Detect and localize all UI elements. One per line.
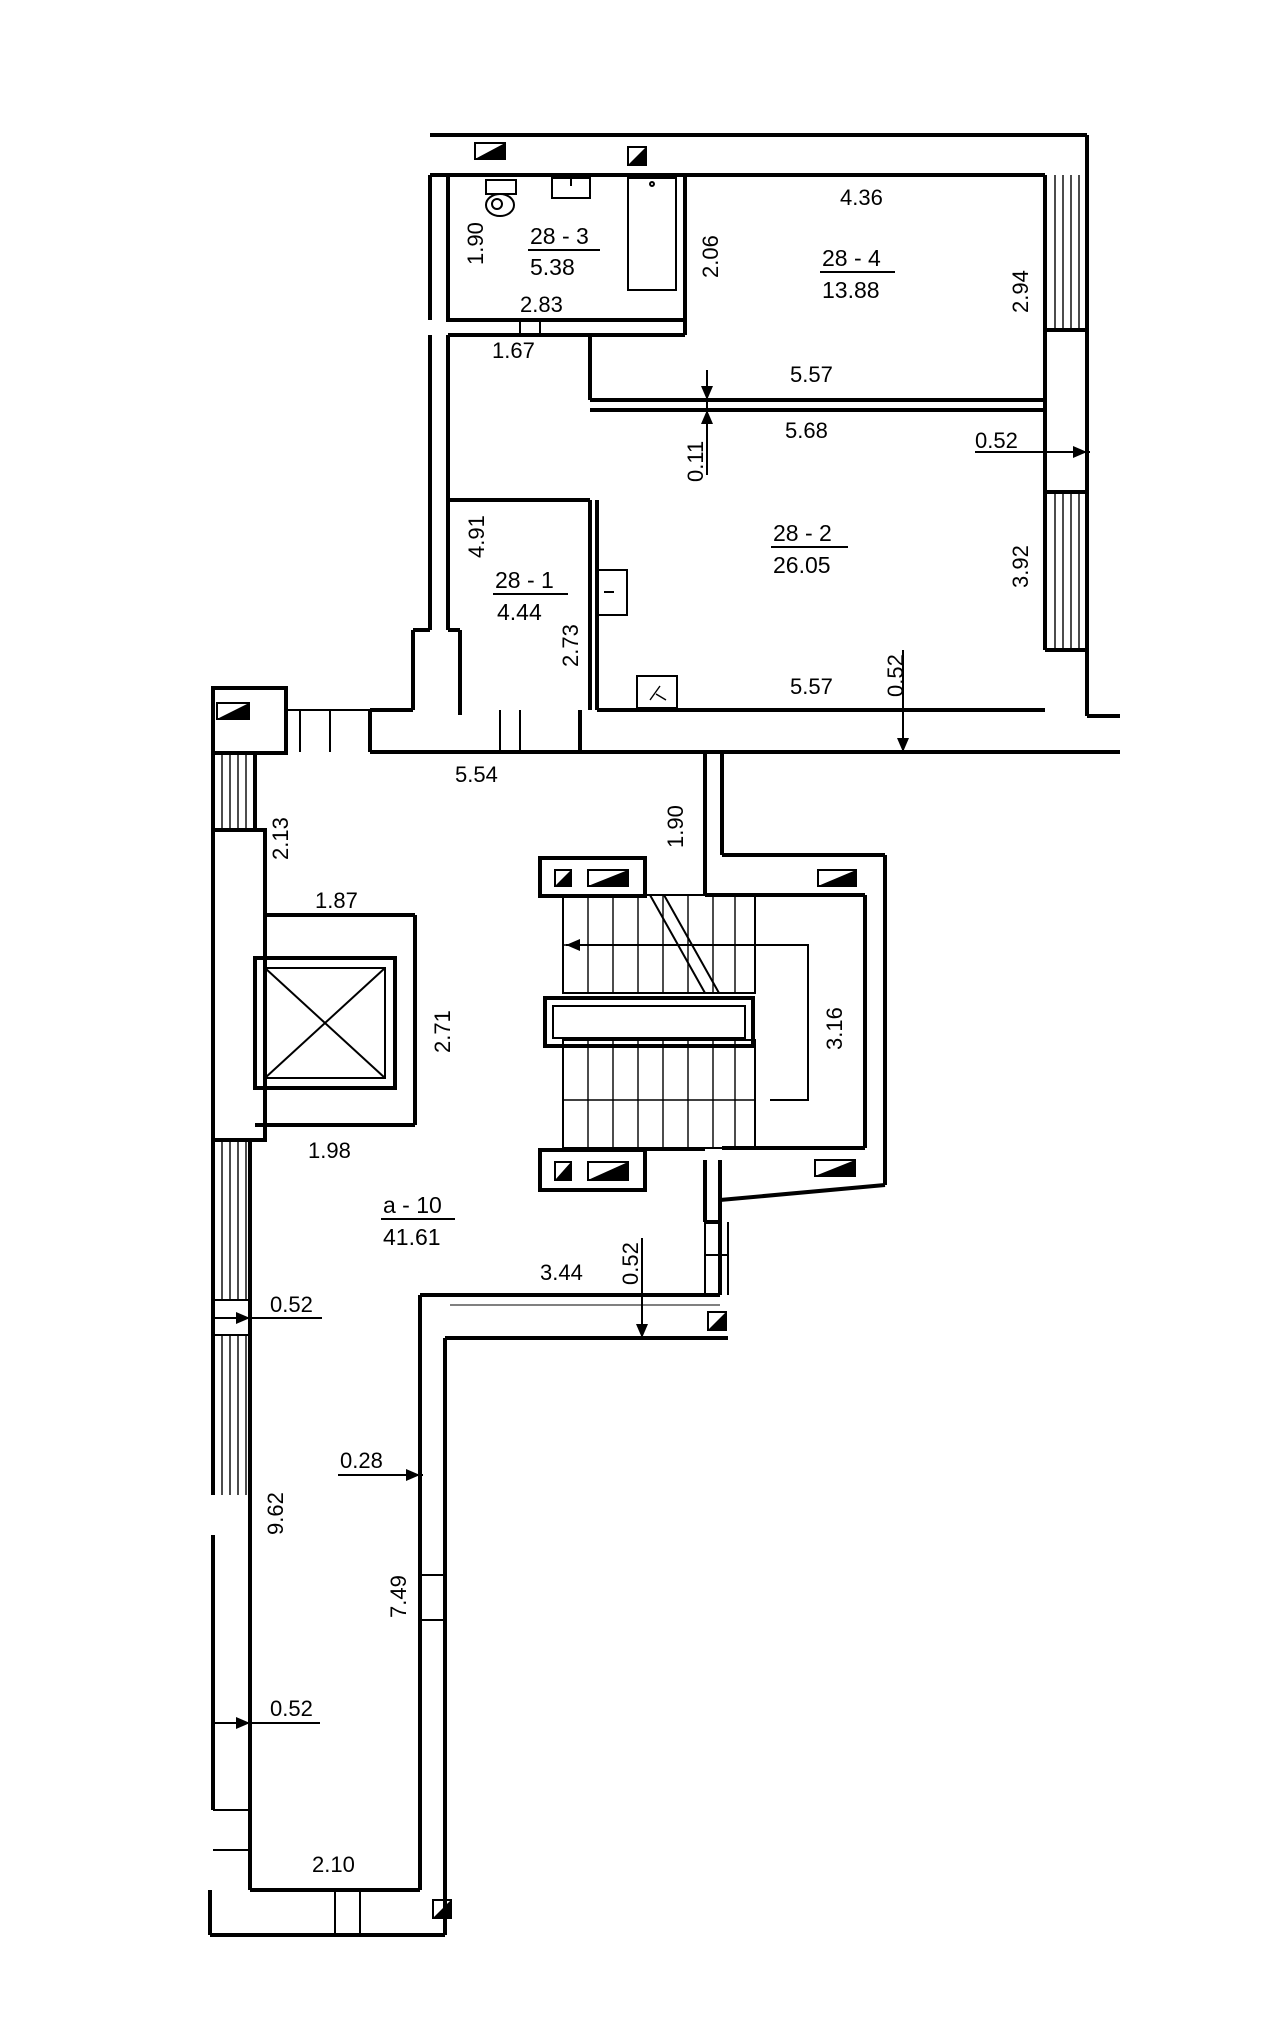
dimension-lines [213,370,1090,1729]
dim-1-87: 1.87 [315,888,358,913]
room-28-1-area: 4.44 [497,599,542,625]
dim-9-62: 9.62 [263,1492,288,1535]
dim-5-54: 5.54 [455,762,498,787]
dim-5-57-bottom: 5.57 [790,674,833,699]
dim-2-94: 2.94 [1008,270,1033,313]
room-28-2-area: 26.05 [773,552,831,578]
dim-0-52-right: 0.52 [975,428,1018,453]
dim-2-83: 2.83 [520,292,563,317]
dim-0-52-low: 0.52 [618,1242,643,1285]
room-28-4-id: 28 - 4 [822,245,881,271]
dim-1-90-hall: 1.90 [663,805,688,848]
room-a-10-area: 41.61 [383,1224,441,1250]
room-labels: 28 - 3 5.38 28 - 4 13.88 28 - 2 26.05 28… [381,223,895,1250]
pier-left-mid [211,828,267,1142]
bathtub-icon [627,177,677,291]
panel-icon-9 [432,1899,452,1919]
panel-icon-6 [554,1161,629,1181]
dim-4-36: 4.36 [840,185,883,210]
dim-2-10: 2.10 [312,1852,355,1877]
room-28-3: 28 - 3 5.38 [528,223,600,280]
electric-symbols [216,142,857,1919]
window-left-top [221,753,247,830]
dimension-labels: 4.36 1.90 2.06 2.94 2.83 1.67 5.57 5.68 … [263,185,1033,1877]
panel-icon-2 [627,146,647,166]
panel-icon-4 [554,869,629,887]
dim-1-90-bath: 1.90 [463,222,488,265]
room-28-3-id: 28 - 3 [530,223,589,249]
panel-icon-5 [817,869,857,887]
stove-icon [596,569,628,616]
sink-icon [551,177,591,199]
fixtures [253,177,678,1090]
room-28-1-id: 28 - 1 [495,567,554,593]
dim-3-16: 3.16 [822,1007,847,1050]
dim-0-52-mid: 0.52 [883,654,908,697]
dim-3-44: 3.44 [540,1260,583,1285]
elevator-icon [253,956,397,1090]
dim-1-98: 1.98 [308,1138,351,1163]
pier-left-top [211,686,288,755]
dim-2-13: 2.13 [268,817,293,860]
room-a-10: a - 10 41.61 [381,1192,455,1250]
dim-2-71: 2.71 [430,1010,455,1053]
dim-5-57-top: 5.57 [790,362,833,387]
window-right-mid [1054,492,1080,650]
dim-0-11: 0.11 [683,441,708,482]
panel-icon-7 [814,1159,856,1177]
panel-icon-8 [707,1311,727,1331]
panel-icon-1 [474,142,506,160]
window-right-top [1054,175,1080,330]
room-28-4-area: 13.88 [822,277,880,303]
dim-7-49: 7.49 [386,1575,411,1618]
toilet-icon [485,179,517,217]
room-28-3-area: 5.38 [530,254,575,280]
gas-meter-icon [636,675,678,709]
walls [208,133,1120,1937]
door-openings [213,320,729,1935]
wall-stair-bottom-out [719,1183,886,1202]
staircase [538,856,809,1192]
dim-0-52-bottom: 0.52 [270,1696,313,1721]
room-28-2-id: 28 - 2 [773,520,832,546]
panel-icon-3 [216,702,250,720]
stair-direction-arrow [566,944,809,1101]
dim-3-92: 3.92 [1008,545,1033,588]
dim-5-68: 5.68 [785,418,828,443]
dim-2-06: 2.06 [698,235,723,278]
dim-1-67: 1.67 [492,338,535,363]
dim-2-73: 2.73 [558,624,583,667]
room-28-2: 28 - 2 26.05 [771,520,848,578]
room-a-10-id: a - 10 [383,1192,442,1218]
pier-right [1043,328,1089,494]
dim-0-28: 0.28 [340,1448,383,1473]
room-28-1: 28 - 1 4.44 [493,567,568,625]
stair-flight-lower [562,1039,756,1149]
stair-landing [543,996,755,1048]
windows [212,175,1080,1935]
room-28-4: 28 - 4 13.88 [820,245,895,303]
dim-4-91: 4.91 [464,515,489,558]
dim-0-52-left: 0.52 [270,1292,313,1317]
stair-pier-bottom-left [538,1148,647,1192]
